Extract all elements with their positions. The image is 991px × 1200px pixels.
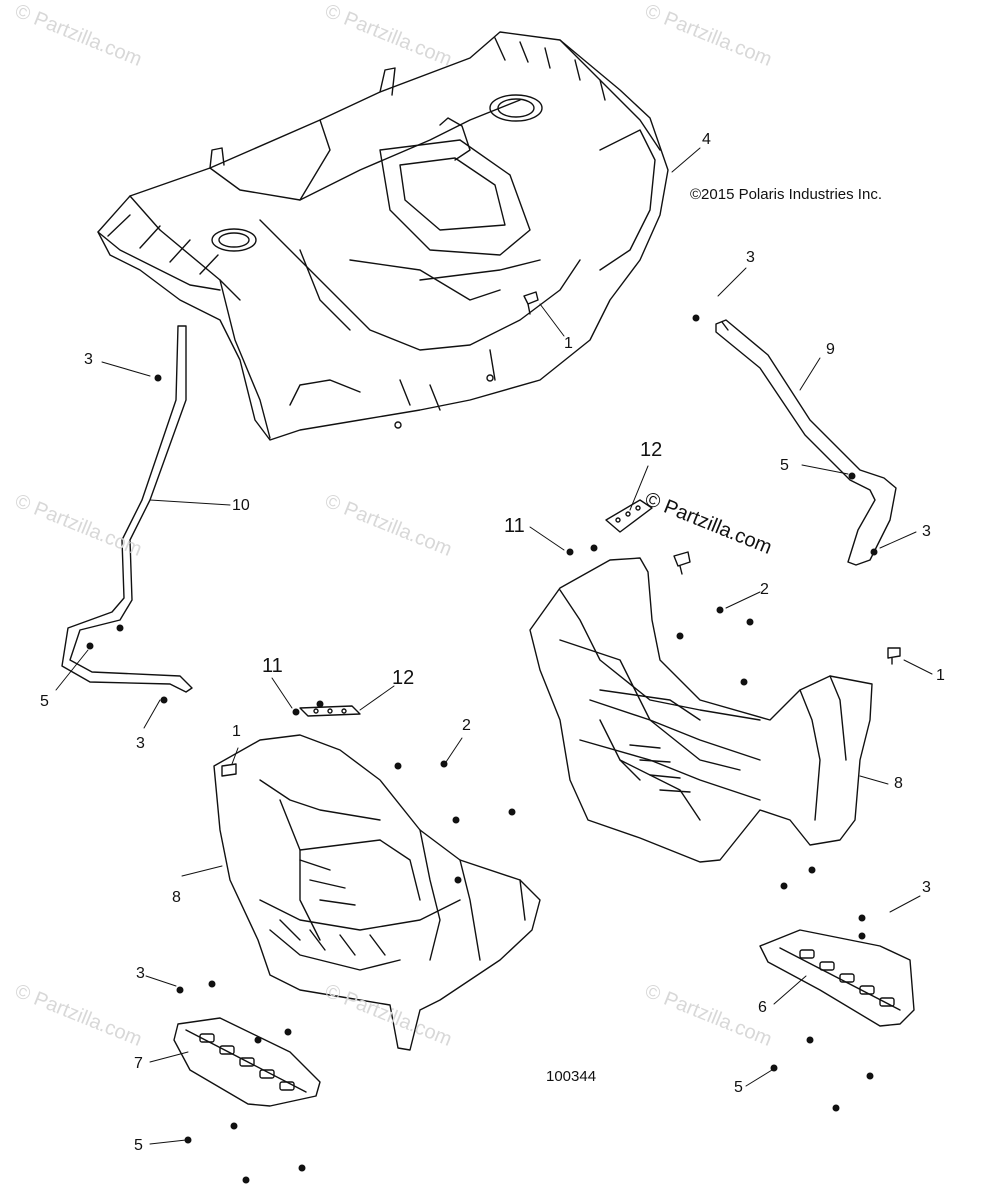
figure-number: 100344 (546, 1068, 597, 1085)
callout-2: 2 (760, 581, 769, 598)
callout-3: 3 (922, 879, 931, 896)
callout-10: 10 (232, 497, 250, 514)
callout-5: 5 (734, 1079, 743, 1096)
brace-right (715, 319, 897, 566)
leader-lines (55, 147, 933, 1145)
callout-3: 3 (922, 523, 931, 540)
callout-5: 5 (134, 1137, 143, 1154)
callout-5: 5 (780, 457, 789, 474)
callout-2: 2 (462, 717, 471, 734)
callout-8: 8 (894, 775, 903, 792)
callout-1: 1 (232, 723, 241, 740)
callout-5: 5 (40, 693, 49, 710)
callout-3: 3 (136, 965, 145, 982)
callout-3: 3 (136, 735, 145, 752)
brace-left (61, 325, 193, 693)
step-pad-12-lower (299, 705, 361, 717)
copyright-text: ©2015 Polaris Industries Inc. (690, 186, 882, 203)
footrest-7 (173, 1017, 321, 1107)
step-pad-12-upper (605, 499, 653, 533)
callout-1: 1 (564, 335, 573, 352)
callout-3: 3 (746, 249, 755, 266)
push-rivet-1d (221, 763, 237, 777)
push-rivet-1c (887, 647, 901, 665)
footwell-left (213, 734, 541, 1051)
callout-12: 12 (392, 667, 415, 689)
callout-12: 12 (640, 439, 663, 461)
callout-11: 11 (504, 515, 525, 537)
callout-9: 9 (826, 341, 835, 358)
rear-fender-rack (97, 31, 669, 441)
callout-11: 11 (262, 655, 283, 677)
callout-4: 4 (702, 131, 711, 148)
callout-1: 1 (936, 667, 945, 684)
callout-3: 3 (84, 351, 93, 368)
hardware-bolts (86, 314, 878, 1184)
push-rivet-1a (523, 291, 539, 315)
callout-8: 8 (172, 889, 181, 906)
footwell-right (529, 557, 873, 863)
callout-7: 7 (134, 1055, 143, 1072)
callout-6: 6 (758, 999, 767, 1016)
footrest-6 (759, 929, 915, 1027)
push-rivet-1b (673, 551, 691, 575)
